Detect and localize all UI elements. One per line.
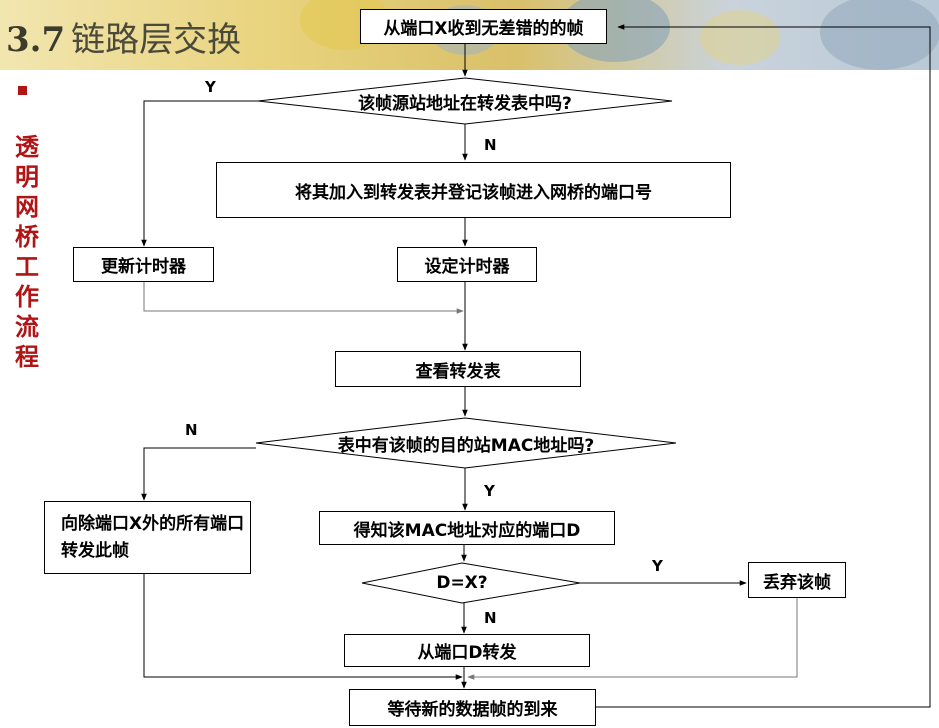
edge-d2-flood — [141, 447, 256, 501]
edge-label-d3-yes: Y — [652, 557, 663, 575]
edge-label-d1-yes: Y — [205, 78, 216, 96]
decision-dx-shape — [361, 562, 581, 604]
edge-label-d2-yes: Y — [484, 482, 495, 500]
node-flood-frame: 向除端口X外的所有端口转发此帧 — [44, 501, 251, 574]
node-lookup-table: 查看转发表 — [335, 351, 581, 387]
node-get-port-d: 得知该MAC地址对应的端口D — [319, 511, 615, 545]
section-number: 3.7 — [6, 20, 66, 60]
node-wait-new-frame: 等待新的数据帧的到来 — [349, 689, 596, 726]
node-add-to-table: 将其加入到转发表并登记该帧进入网桥的端口号 — [216, 162, 731, 218]
edge-update-merge — [143, 282, 464, 314]
decision-source-in-table: 该帧源站地址在转发表中吗? — [358, 93, 572, 114]
node-set-timer: 设定计时器 — [397, 247, 537, 282]
bullet-square-icon — [18, 86, 27, 95]
edge-d1-update — [141, 100, 258, 247]
decision-dest-in-table: 表中有该帧的目的站MAC地址吗? — [337, 435, 595, 456]
edge-discard-merge — [467, 598, 798, 680]
node-update-timer: 更新计时器 — [73, 247, 214, 282]
node-receive-frame: 从端口X收到无差错的的帧 — [360, 9, 607, 44]
edge-wait-loop — [596, 24, 931, 708]
decision-d-equals-x: D=X? — [436, 573, 488, 593]
node-forward-port-d: 从端口D转发 — [344, 634, 590, 667]
title-text: 链路层交换 — [71, 20, 242, 60]
node-discard-frame: 丢弃该帧 — [748, 562, 846, 598]
side-label: 透明网桥工作流程 — [15, 132, 39, 371]
edge-label-d1-no: N — [484, 136, 497, 154]
edge-label-d3-no: N — [484, 609, 497, 627]
edge-label-d2-no: N — [185, 421, 198, 439]
edge-flood-merge — [143, 574, 463, 680]
